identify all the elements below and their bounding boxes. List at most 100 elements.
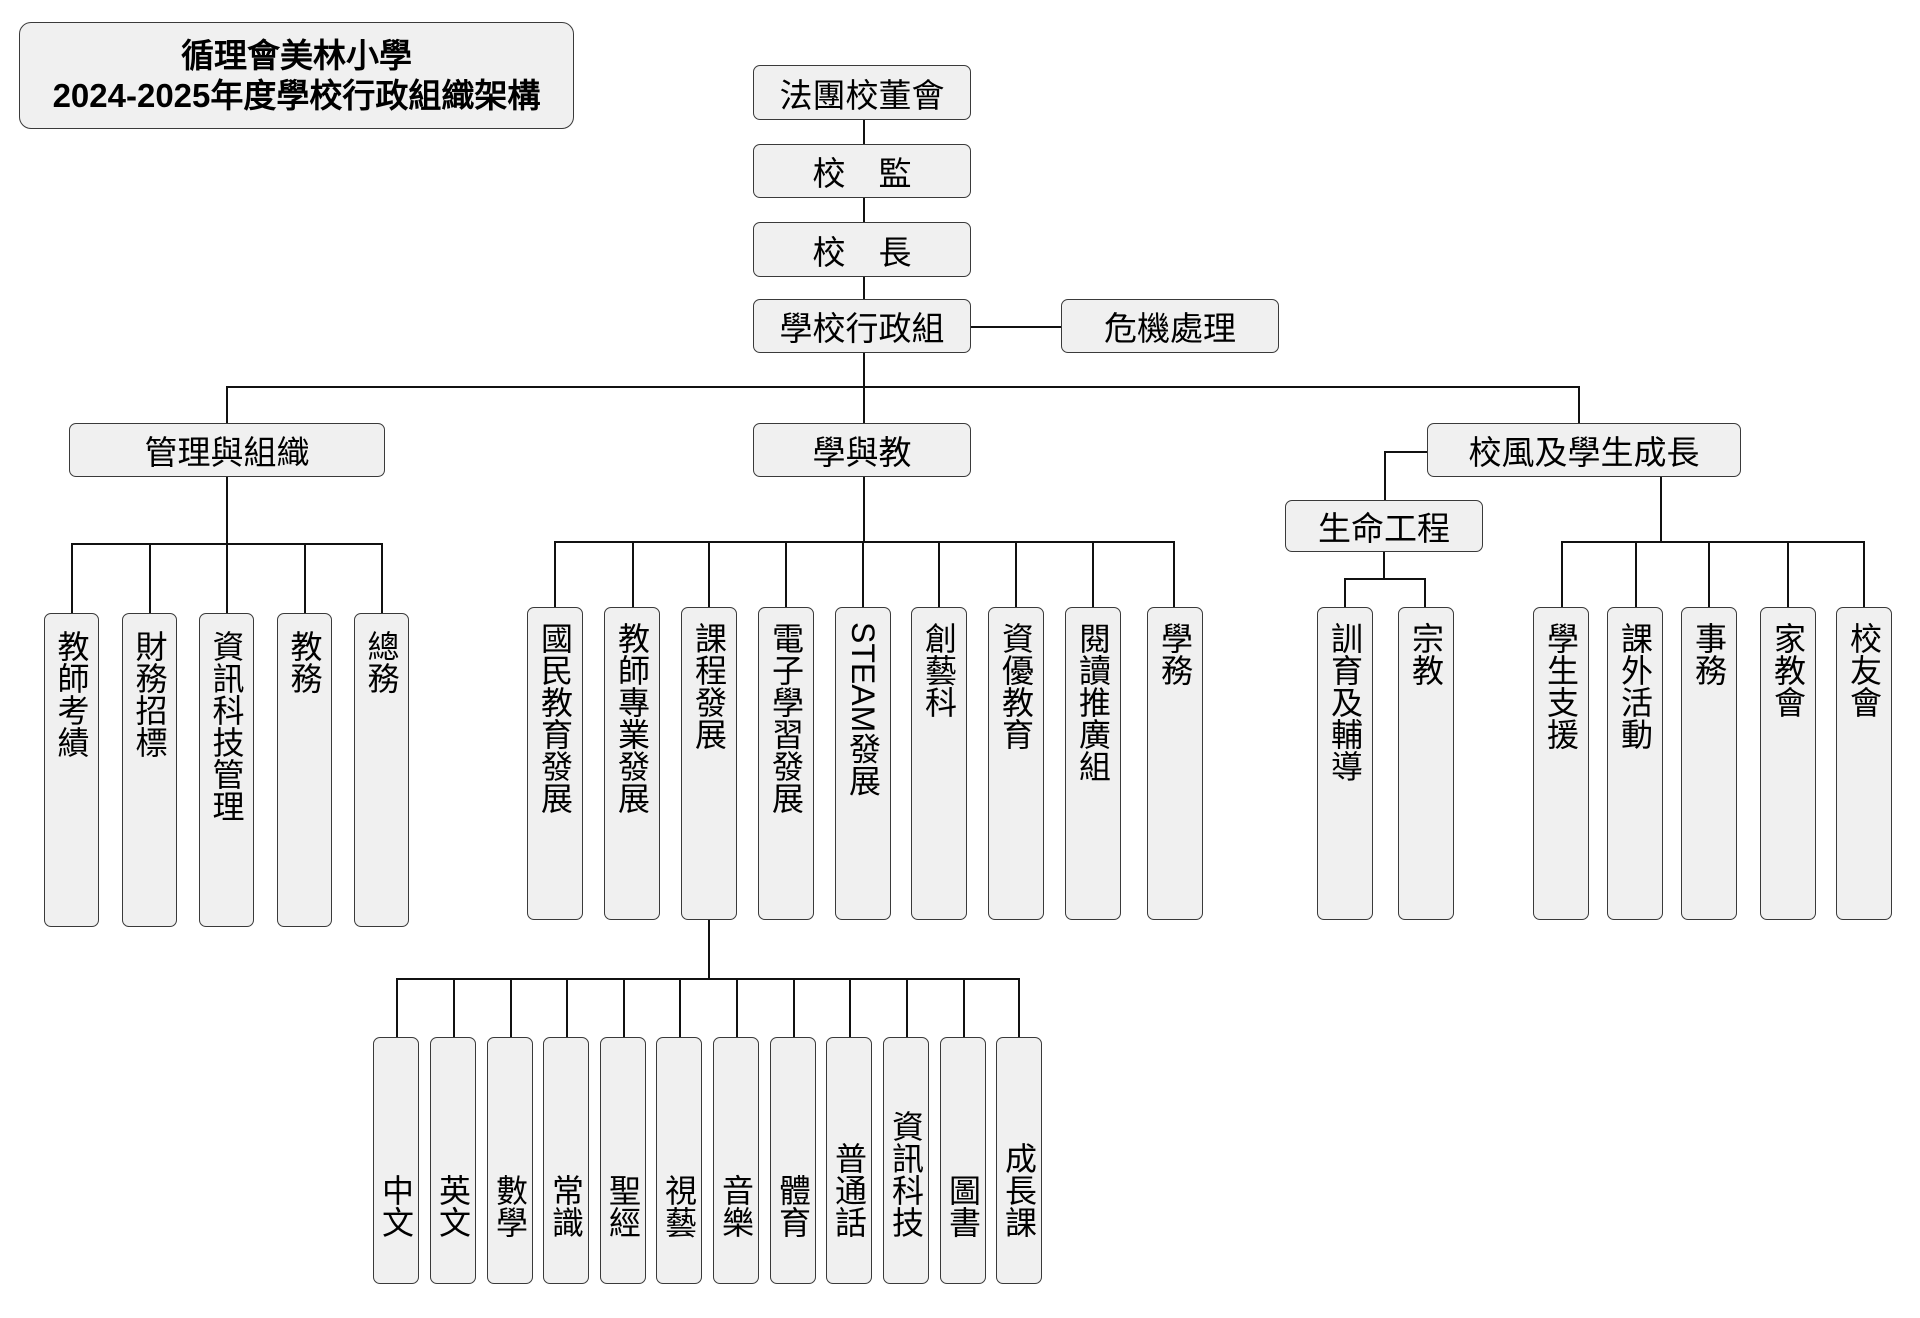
connector-line [849, 978, 851, 1037]
connector-line [71, 543, 73, 613]
learn-item: 國民教育發展 [527, 607, 583, 920]
life-item-label: 訓育及輔導 [1326, 622, 1364, 782]
connector-line [1561, 541, 1864, 543]
chart-title-line1: 循理會美林小學 [181, 36, 412, 74]
node-crisis: 危機處理 [1061, 299, 1279, 353]
learn-item: 教師專業發展 [604, 607, 660, 920]
node-admin-label: 學校行政組 [779, 309, 945, 348]
connector-line [554, 541, 1175, 543]
subject-item-label: 資訊科技 [887, 1110, 925, 1238]
connector-line [863, 277, 865, 299]
connector-line [381, 543, 383, 613]
connector-line [1344, 578, 1426, 580]
connector-line [1384, 451, 1427, 453]
connector-line [1384, 451, 1386, 500]
learn-item: 課程發展 [681, 607, 737, 920]
subject-item: 資訊科技 [883, 1037, 929, 1284]
chart-title: 循理會美林小學 2024-2025年度學校行政組織架構 [19, 22, 574, 129]
node-board: 法團校董會 [753, 65, 971, 120]
subject-item-label: 中文 [377, 1174, 415, 1238]
node-learn-label: 學與教 [812, 433, 912, 472]
connector-line [708, 541, 710, 607]
connector-line [632, 541, 634, 607]
mgmt-item-label: 教師考績 [52, 630, 91, 758]
node-crisis-label: 危機處理 [1104, 309, 1236, 348]
ethos-item-label: 學生支援 [1542, 622, 1580, 750]
connector-line [1708, 541, 1710, 607]
subject-item-label: 圖書 [944, 1174, 982, 1238]
connector-line [863, 477, 865, 542]
subject-item: 音樂 [713, 1037, 759, 1284]
subject-item: 體育 [770, 1037, 816, 1284]
connector-line [971, 326, 1061, 328]
subject-item-label: 聖經 [604, 1174, 642, 1238]
ethos-item: 家教會 [1760, 607, 1816, 920]
learn-item-label: 創藝科 [920, 622, 958, 718]
life-item: 宗教 [1398, 607, 1454, 920]
learn-item: 資優教育 [988, 607, 1044, 920]
connector-line [963, 978, 965, 1037]
node-principal: 校 長 [753, 222, 971, 277]
node-supervisor-label: 校 監 [812, 154, 912, 193]
subject-item: 成長課 [996, 1037, 1042, 1284]
connector-line [793, 978, 795, 1037]
connector-line [1561, 541, 1563, 607]
node-life: 生命工程 [1285, 500, 1483, 552]
connector-line [226, 543, 228, 613]
mgmt-item: 財務招標 [122, 613, 177, 927]
ethos-item: 課外活動 [1607, 607, 1663, 920]
connector-line [862, 541, 864, 607]
node-mgmt-label: 管理與組織 [144, 433, 310, 472]
node-ethos-label: 校風及學生成長 [1468, 433, 1700, 472]
ethos-item: 事務 [1681, 607, 1737, 920]
node-principal-label: 校 長 [812, 232, 912, 272]
connector-line [1383, 552, 1385, 579]
connector-line [226, 477, 228, 544]
subject-item-label: 英文 [434, 1174, 472, 1238]
subject-item: 數學 [487, 1037, 533, 1284]
learn-item-label: 課程發展 [690, 622, 728, 750]
node-life-label: 生命工程 [1318, 509, 1450, 548]
connector-line [708, 920, 710, 979]
ethos-item-label: 課外活動 [1616, 622, 1654, 750]
subject-item-label: 數學 [491, 1174, 529, 1238]
learn-item: 閱讀推廣組 [1065, 607, 1121, 920]
connector-line [1787, 541, 1789, 607]
node-board-label: 法團校董會 [779, 75, 945, 115]
connector-line [1092, 541, 1094, 607]
learn-item: 電子學習發展 [758, 607, 814, 920]
subject-item-label: 體育 [774, 1174, 812, 1238]
mgmt-item-label: 教務 [285, 630, 324, 694]
subject-item-label: 常識 [547, 1174, 585, 1238]
connector-line [1635, 541, 1637, 607]
connector-line [623, 978, 625, 1037]
learn-item-label: 學務 [1156, 622, 1194, 686]
connector-line [679, 978, 681, 1037]
subject-item: 英文 [430, 1037, 476, 1284]
node-learn: 學與教 [753, 423, 971, 477]
ethos-item-label: 校友會 [1845, 622, 1883, 718]
mgmt-item-label: 資訊科技管理 [207, 630, 246, 822]
subject-item-label: 音樂 [717, 1174, 755, 1238]
connector-line [226, 386, 1579, 388]
connector-line [863, 120, 865, 144]
learn-item-label: 國民教育發展 [536, 622, 574, 814]
node-mgmt: 管理與組織 [69, 423, 385, 477]
connector-line [554, 541, 556, 607]
connector-line [304, 543, 306, 613]
connector-line [226, 386, 228, 423]
subject-item: 中文 [373, 1037, 419, 1284]
node-ethos: 校風及學生成長 [1427, 423, 1741, 477]
subject-item: 常識 [543, 1037, 589, 1284]
subject-item: 圖書 [940, 1037, 986, 1284]
connector-line [863, 353, 865, 423]
ethos-item: 校友會 [1836, 607, 1892, 920]
ethos-item-label: 家教會 [1769, 622, 1807, 718]
connector-line [453, 978, 455, 1037]
connector-line [396, 978, 1020, 980]
life-item: 訓育及輔導 [1317, 607, 1373, 920]
learn-item-label: 資優教育 [997, 622, 1035, 750]
connector-line [1578, 386, 1580, 423]
connector-line [1660, 477, 1662, 542]
mgmt-item-label: 財務招標 [130, 630, 169, 758]
